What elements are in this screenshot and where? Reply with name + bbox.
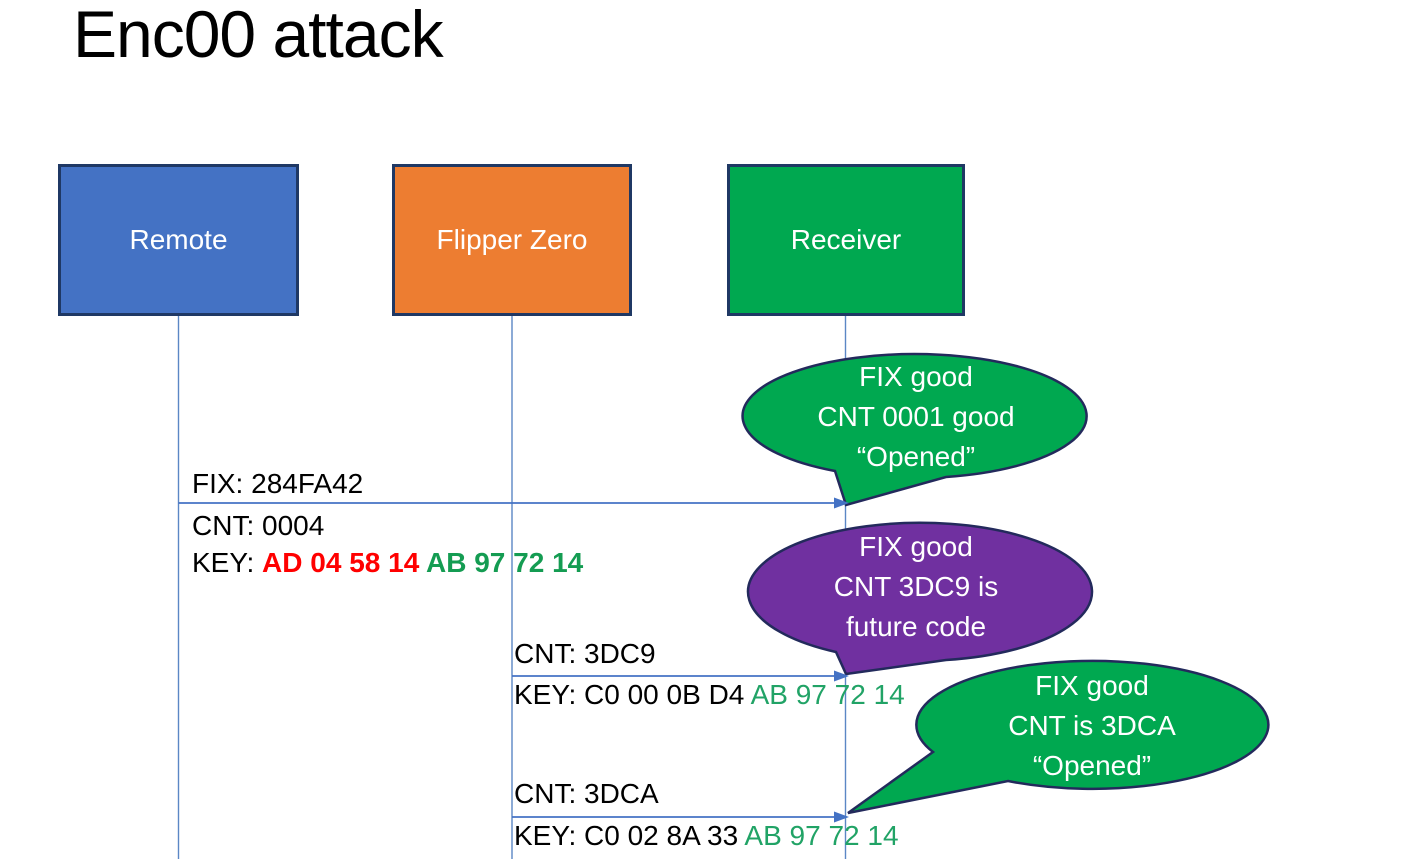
- key-green-segment: AB 97 72 14: [750, 679, 905, 710]
- bubble-line: “Opened”: [856, 441, 976, 472]
- callout-future-code: [746, 521, 1094, 676]
- callout-opened-2: [847, 659, 1270, 815]
- arrowhead-icon: [834, 670, 849, 682]
- arrowhead-icon: [834, 497, 849, 509]
- key-prefix: KEY:: [192, 547, 263, 578]
- key-prefix: KEY: C0 00 0B D4: [514, 679, 751, 710]
- bubble-line: CNT 3DC9 is: [833, 571, 999, 602]
- actor-label-flipper-zero: Flipper Zero: [436, 224, 588, 255]
- callout-opened-1: [741, 352, 1088, 507]
- actor-label-remote: Remote: [129, 224, 228, 255]
- callout-text-opened-1: FIX good CNT 0001 good “Opened”: [736, 357, 1096, 477]
- message-2-arrow: [512, 670, 849, 682]
- callout-text-future-code: FIX good CNT 3DC9 is future code: [736, 527, 1096, 647]
- actor-label-receiver: Receiver: [790, 224, 902, 255]
- message-1-key-label: KEY: AD 04 58 14 AB 97 72 14: [192, 546, 583, 580]
- arrowhead-icon: [834, 811, 849, 823]
- message-2-key-label: KEY: C0 00 0B D4 AB 97 72 14: [514, 678, 905, 712]
- actor-box-flipper-zero: Flipper Zero: [392, 164, 632, 316]
- page-title: Enc00 attack: [73, 0, 444, 71]
- key-prefix: KEY: C0 02 8A 33: [514, 820, 745, 851]
- key-green-segment: AB 97 72 14: [744, 820, 899, 851]
- message-1-cnt-label: CNT: 0004: [192, 510, 325, 541]
- actor-box-remote: Remote: [58, 164, 299, 316]
- key-red-segment: AD 04 58 14: [262, 547, 426, 578]
- bubble-line: CNT is 3DCA: [1008, 710, 1176, 741]
- message-3-cnt-label: CNT: 3DCA: [514, 778, 659, 809]
- message-1-fix-label: FIX: 284FA42: [192, 468, 364, 499]
- message-2-cnt-label: CNT: 3DC9: [514, 638, 656, 669]
- actor-box-receiver: Receiver: [727, 164, 965, 316]
- bubble-line: CNT 0001 good: [817, 401, 1015, 432]
- key-green-segment: AB 97 72 14: [426, 547, 584, 578]
- message-3-key-label: KEY: C0 02 8A 33 AB 97 72 14: [514, 819, 899, 853]
- bubble-line: FIX good: [1035, 670, 1149, 701]
- message-1-arrow: [178, 497, 849, 509]
- callout-text-opened-2: FIX good CNT is 3DCA “Opened”: [912, 666, 1272, 786]
- message-3-arrow: [512, 811, 849, 823]
- bubble-line: “Opened”: [1032, 750, 1152, 781]
- bubble-line: FIX good: [859, 361, 973, 392]
- bubble-line: future code: [845, 611, 987, 642]
- bubble-line: FIX good: [859, 531, 973, 562]
